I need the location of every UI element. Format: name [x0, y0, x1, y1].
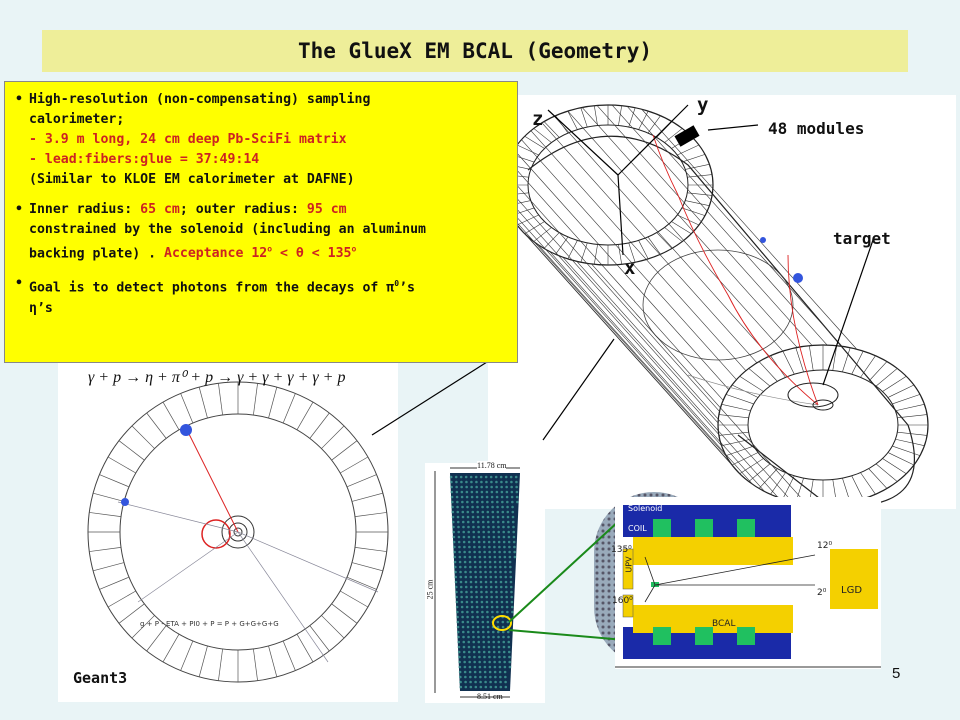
module-panel	[425, 463, 545, 703]
outer-radius-value: 95 cm	[306, 202, 347, 217]
goal-suffix: ’s	[399, 280, 415, 296]
schematic-panel	[615, 497, 881, 669]
bullet-dot: •	[15, 276, 23, 292]
event-display-panel	[58, 362, 398, 702]
schematic-drawing	[615, 505, 881, 668]
bullet-dot: •	[15, 202, 23, 217]
backing-plate-text: backing plate) .	[29, 246, 157, 262]
geant3-label: Geant3	[73, 669, 128, 687]
event-display-drawing	[87, 381, 389, 683]
bullet-goal: • Goal is to detect photons from the dec…	[13, 274, 507, 318]
bullet-radius: • Inner radius: 65 cm; outer radius: 95 …	[13, 200, 507, 264]
bullet1-line5: (Similar to KLOE EM calorimeter at DAFNE…	[29, 172, 355, 187]
bullet2-line3: backing plate) . Acceptance 12o < θ < 13…	[29, 240, 507, 264]
modules-label: 48 modules	[768, 119, 865, 138]
angle-2-label: 2⁰	[817, 588, 827, 598]
bullet-dot: •	[15, 92, 23, 107]
acceptance-high: < θ < 135	[272, 246, 352, 262]
module-drawing	[434, 467, 520, 698]
slide-title: The GlueX EM BCAL (Geometry)	[297, 39, 652, 63]
bullet1-line1: High-resolution (non-compensating) sampl…	[29, 92, 371, 107]
title-bar: The GlueX EM BCAL (Geometry)	[42, 30, 908, 72]
angle-160-label: 160⁰	[612, 596, 633, 606]
module-top-width: 11.78 cm	[477, 461, 507, 470]
bullet3-line1: Goal is to detect photons from the decay…	[29, 274, 507, 298]
bullet1-line3: - 3.9 m long, 24 cm deep Pb-SciFi matrix	[29, 132, 347, 147]
inner-radius-text: Inner radius:	[29, 202, 133, 217]
goal-text: Goal is to detect photons from the decay…	[29, 280, 395, 296]
z-axis-label: z	[532, 108, 544, 130]
angle-135-label: 135⁰	[611, 545, 632, 555]
pi-zero-superscript: 0	[394, 279, 400, 289]
bullet1-line4: - lead:fibers:glue = 37:49:14	[29, 152, 260, 167]
bullet2-line1: Inner radius: 65 cm; outer radius: 95 cm	[29, 200, 507, 220]
bullet3-line2: η’s	[29, 300, 53, 316]
bcal-label: BCAL	[712, 619, 736, 629]
outer-radius-text: ; outer radius:	[179, 202, 299, 217]
info-box: • High-resolution (non-compensating) sam…	[4, 81, 518, 363]
angle-12-label: 12⁰	[817, 541, 833, 551]
detector-3d-drawing	[502, 104, 929, 507]
page-number: 5	[892, 665, 901, 682]
upv-label: UPV	[624, 556, 634, 573]
bullet1-line2: calorimeter;	[29, 112, 125, 127]
bullet-calorimeter: • High-resolution (non-compensating) sam…	[13, 90, 507, 190]
module-bottom-width: 8.51 cm	[477, 692, 503, 701]
x-axis-label: x	[624, 257, 636, 279]
acceptance-text: Acceptance 12o < θ < 135o	[164, 245, 357, 262]
degree-mark: o	[351, 245, 357, 254]
event-caption: g + P - ETA + PI0 + P = P + G+G+G+G	[140, 620, 279, 628]
acceptance-low: Acceptance 12	[164, 246, 268, 262]
target-label: target	[833, 229, 891, 248]
solenoid-label: Solenoid	[628, 504, 663, 513]
lgd-label: LGD	[841, 585, 863, 596]
module-height: 25 cm	[425, 579, 435, 600]
reaction-formula: γ + p → η + π⁰ + p → γ + γ + γ + γ + p	[88, 369, 346, 386]
coil-label: COIL	[628, 524, 647, 533]
y-axis-label: y	[697, 94, 709, 116]
degree-mark: o	[267, 245, 273, 254]
inner-radius-value: 65 cm	[140, 202, 180, 217]
bullet2-line2: constrained by the solenoid (including a…	[29, 222, 426, 237]
detector-3d-panel	[488, 95, 956, 509]
